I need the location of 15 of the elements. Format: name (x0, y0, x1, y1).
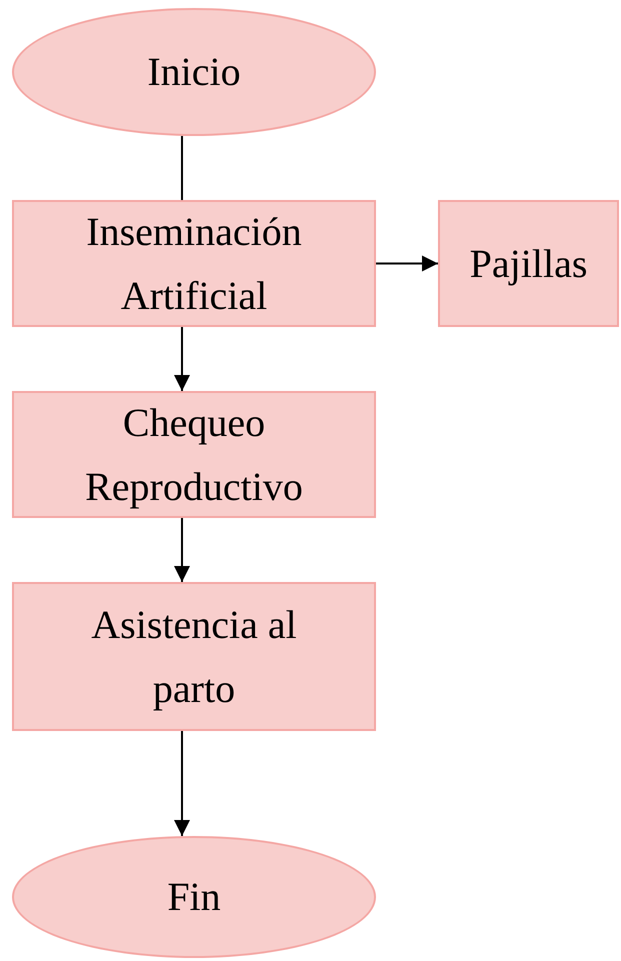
node-label: Asistencia al parto (90, 600, 298, 712)
arrow (174, 327, 190, 391)
node-label: Inicio (147, 48, 241, 96)
node-label: Inseminación Artificial (85, 208, 303, 320)
arrow (174, 518, 190, 582)
process-box (12, 391, 376, 518)
connector-line (181, 136, 183, 200)
process-box (12, 200, 376, 327)
arrow (376, 256, 438, 272)
node-label: Pajillas (470, 240, 588, 288)
node-label: Fin (167, 873, 221, 921)
process-box (438, 200, 619, 327)
arrow (174, 731, 190, 836)
node-label: Chequeo Reproductivo (84, 398, 304, 510)
process-box (12, 582, 376, 731)
